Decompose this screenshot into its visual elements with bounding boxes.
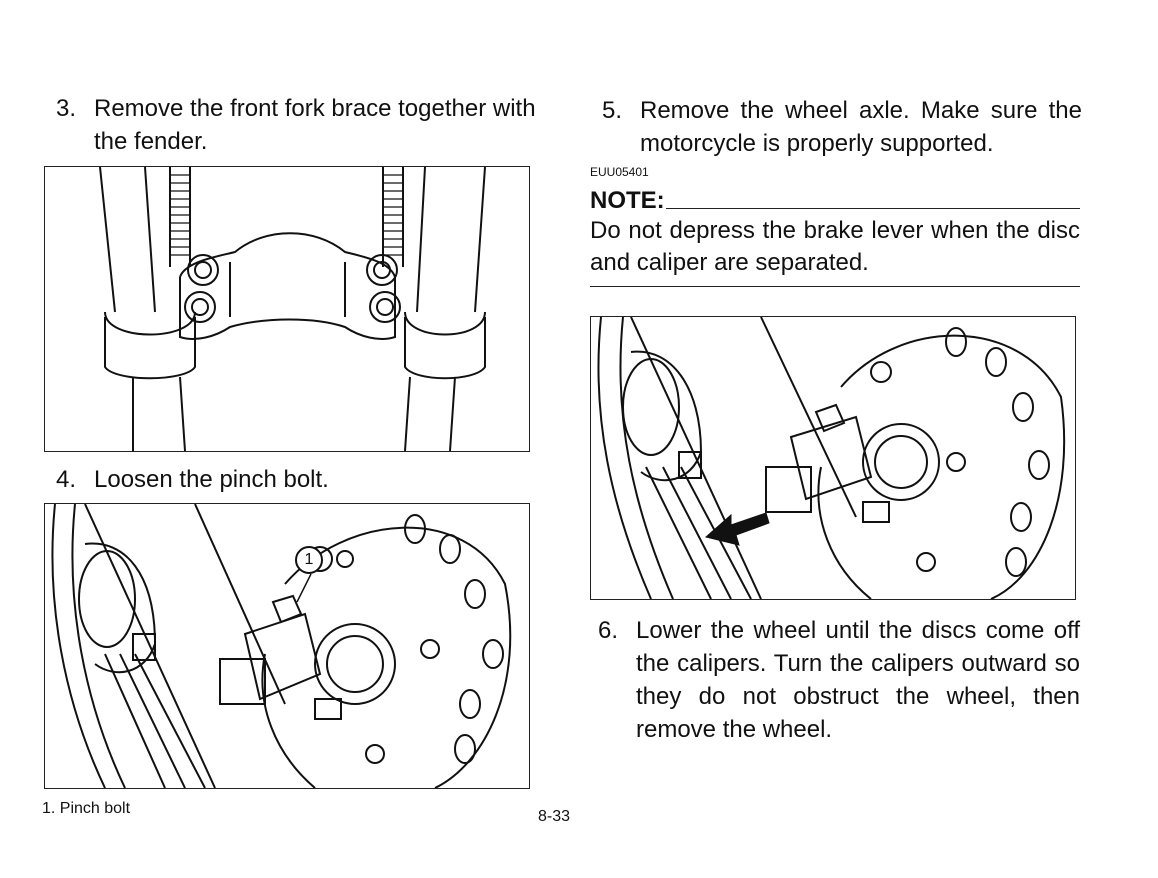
step-5-text: Remove the wheel axle. Make sure the mot… bbox=[640, 97, 1082, 157]
step-3-text: Remove the front fork brace together wit… bbox=[94, 95, 536, 155]
step-4-number: 4. bbox=[56, 466, 77, 493]
figure-fork-brace bbox=[44, 166, 530, 452]
step-6-number: 6. bbox=[598, 617, 619, 644]
fork-brace-illustration bbox=[99, 167, 486, 451]
callout-1: 1 bbox=[295, 546, 323, 574]
pinch-bolt-illustration bbox=[51, 504, 512, 788]
step-5: 5. Remove the wheel axle. Make sure the … bbox=[602, 94, 1082, 164]
step-6-text: Lower the wheel until the discs come off… bbox=[636, 617, 1080, 743]
step-3: 3. Remove the front fork brace together … bbox=[56, 92, 540, 162]
figure-pinch-bolt: 1 bbox=[44, 503, 530, 789]
step-4-text: Loosen the pinch bolt. bbox=[94, 466, 329, 493]
figure-wheel-axle bbox=[590, 316, 1076, 600]
step-5-number: 5. bbox=[602, 97, 623, 124]
page-number: 8-33 bbox=[538, 808, 571, 825]
figure-caption: 1. Pinch bolt bbox=[42, 800, 131, 817]
step-3-number: 3. bbox=[56, 95, 77, 122]
note-bottom-rule bbox=[590, 286, 1080, 287]
callout-1-label: 1 bbox=[304, 551, 314, 568]
wheel-axle-illustration bbox=[597, 317, 1066, 599]
step-4: 4. Loosen the pinch bolt. bbox=[56, 463, 540, 497]
note-title-rule bbox=[666, 208, 1080, 209]
note-title: NOTE: bbox=[590, 187, 665, 214]
document-code: EUU05401 bbox=[590, 165, 649, 179]
note-text: Do not depress the brake lever when the … bbox=[590, 217, 1080, 276]
step-6: 6. Lower the wheel until the discs come … bbox=[598, 614, 1080, 754]
